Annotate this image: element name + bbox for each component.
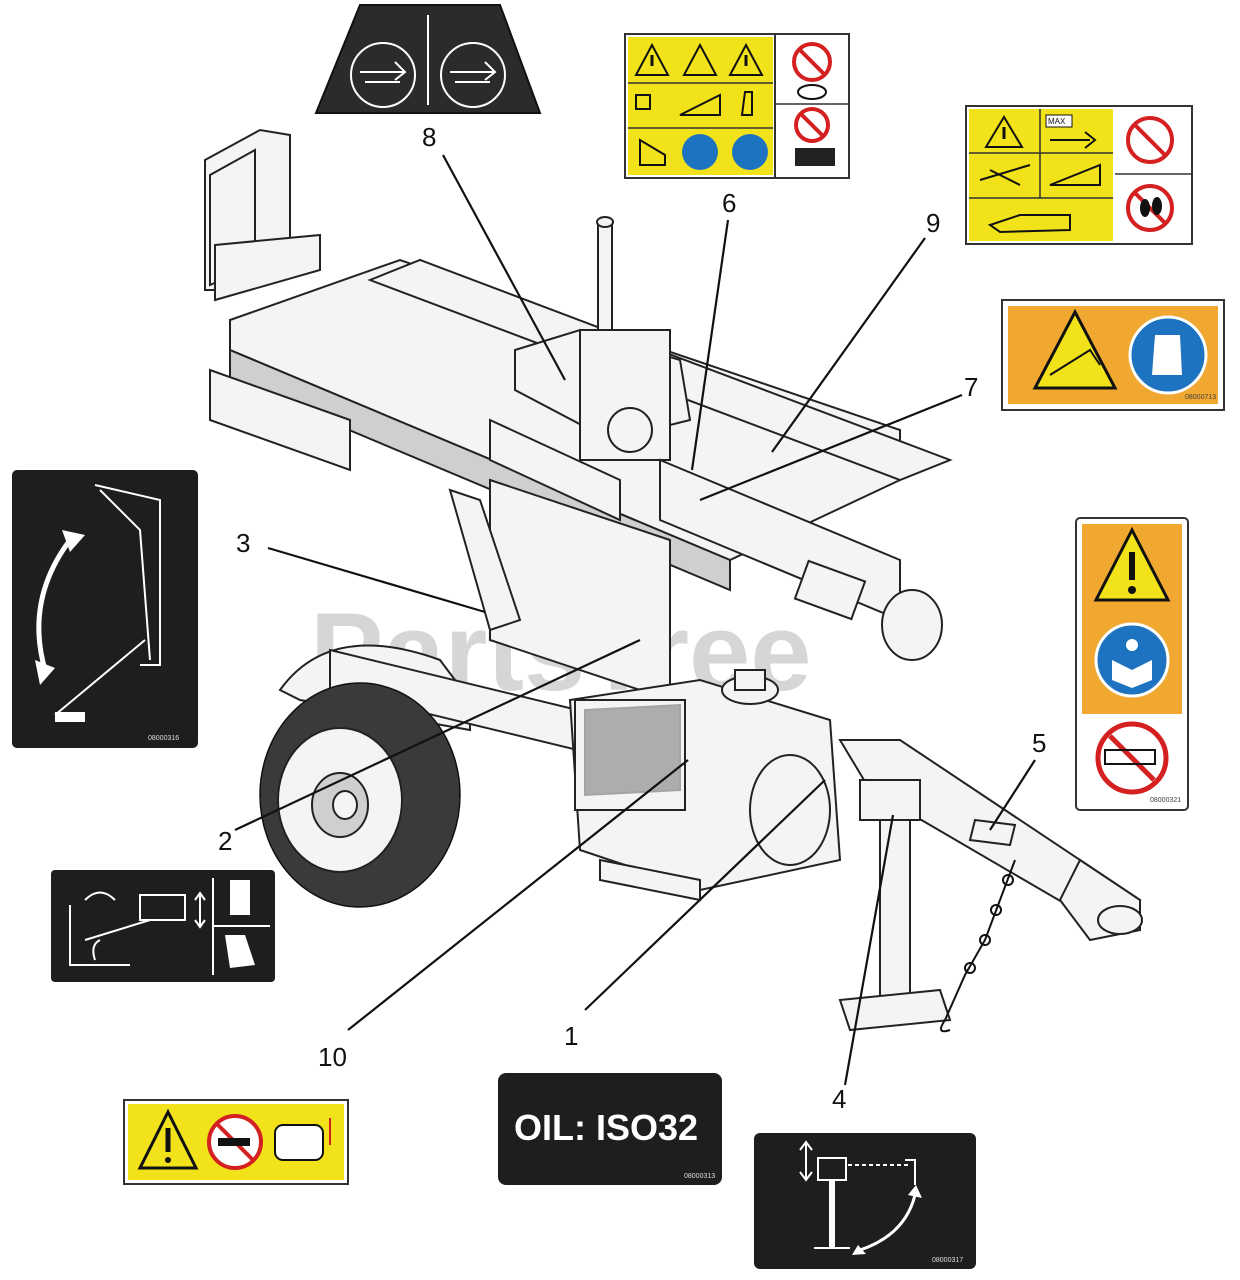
decal-8-cylinder-operation	[314, 4, 542, 114]
decal-5-read-manual-no-tow: 08000321	[1075, 517, 1189, 811]
log-splitter-machine	[204, 128, 1143, 1033]
decal-1-oil-type: OIL: ISO32 08000313	[498, 1073, 722, 1185]
callout-8: 8	[422, 122, 436, 152]
callout-3: 3	[236, 528, 250, 558]
callout-6: 6	[722, 188, 736, 218]
callout-7: 7	[964, 372, 978, 402]
decal-6-safety-grid	[624, 33, 850, 179]
callout-4: 4	[832, 1084, 846, 1114]
callout-10: 10	[318, 1042, 347, 1072]
max-label: MAX	[1048, 117, 1066, 126]
oil-label: OIL: ISO32	[514, 1107, 698, 1148]
callout-2: 2	[218, 826, 232, 856]
leader-lines	[234, 154, 1036, 1086]
decal-7-crush-gloves: 08000713	[1001, 299, 1225, 411]
decal-7-code: 08000713	[1185, 394, 1216, 401]
decal-3-code: 08000316	[148, 735, 179, 742]
callout-9: 9	[926, 208, 940, 238]
decal-9-max-load-warning: MAX	[965, 105, 1193, 245]
callout-1: 1	[564, 1021, 578, 1051]
decal-1-code: 08000313	[684, 1173, 715, 1180]
decal-4-jack-stand: 08000317	[754, 1133, 976, 1269]
callout-numbers: 1 2 3 4 5 6 7 8 9 10	[218, 122, 1046, 1114]
decal-3-handle-position: 08000316	[12, 470, 198, 748]
decal-4-code: 08000317	[932, 1257, 963, 1264]
callout-5: 5	[1032, 728, 1046, 758]
decal-10-fuel-no-smoking	[123, 1099, 349, 1185]
decal-2-operation-icons	[51, 870, 275, 982]
decal-5-code: 08000321	[1150, 797, 1181, 804]
